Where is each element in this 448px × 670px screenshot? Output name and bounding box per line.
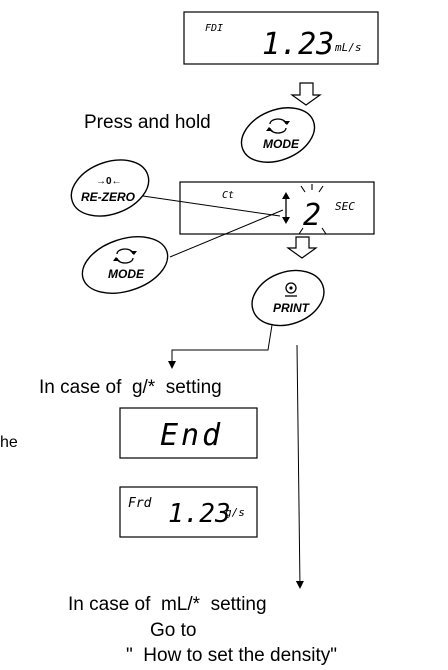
case-g-text: In case of g/* setting: [39, 377, 222, 398]
display-frd-unit: g/s: [225, 506, 245, 519]
display-frd-code: Frd: [128, 496, 152, 511]
display-fdi-code: FDI: [205, 23, 223, 34]
goto-text: Go to: [150, 620, 196, 641]
display-fdi-unit: mL/s: [334, 41, 362, 54]
side-text-fragment: he: [0, 434, 18, 451]
display-end: End: [119, 407, 258, 459]
density-link-text[interactable]: " How to set the density": [126, 645, 337, 666]
rotate-icon: [266, 118, 290, 134]
rezero-button-label: RE-ZERO: [81, 190, 136, 204]
mode-button-left-label: MODE: [108, 267, 145, 281]
display-frd-value: 1.23: [168, 499, 231, 529]
down-arrow-2: [286, 236, 318, 259]
display-ct-unit: SEC: [335, 200, 355, 213]
case-ml-text: In case of mL/* setting: [68, 594, 267, 615]
up-down-arrow-icon: [282, 192, 290, 224]
rezero-symbol: →0←: [96, 176, 122, 187]
print-button-label: PRINT: [273, 301, 311, 315]
display-frd: Frd 1.23 g/s: [119, 486, 258, 538]
down-arrow-1: [290, 82, 322, 106]
mode-button-left[interactable]: MODE: [75, 227, 175, 304]
mode-button-top[interactable]: MODE: [233, 98, 322, 173]
blink-rays-icon: [298, 184, 327, 235]
display-ct-code: Ct: [222, 190, 234, 201]
display-fdi: FDI 1.23 mL/s: [183, 11, 379, 65]
display-end-value: End: [160, 418, 223, 453]
rotate-icon: [113, 248, 137, 264]
mode-button-top-label: MODE: [263, 137, 300, 151]
print-icon: [285, 282, 297, 297]
mode-pointer-line: [169, 209, 284, 258]
display-ct: Ct 2 SEC: [179, 181, 375, 235]
rezero-pointer-line: [142, 195, 281, 217]
print-button[interactable]: PRINT: [244, 261, 331, 335]
branch-line-ml: [295, 344, 304, 589]
display-fdi-value: 1.23: [262, 27, 334, 62]
rezero-button[interactable]: →0← RE-ZERO: [64, 150, 157, 226]
display-ct-value: 2: [303, 198, 321, 233]
press-and-hold-text: Press and hold: [84, 112, 211, 133]
branch-line-g: [168, 324, 273, 369]
